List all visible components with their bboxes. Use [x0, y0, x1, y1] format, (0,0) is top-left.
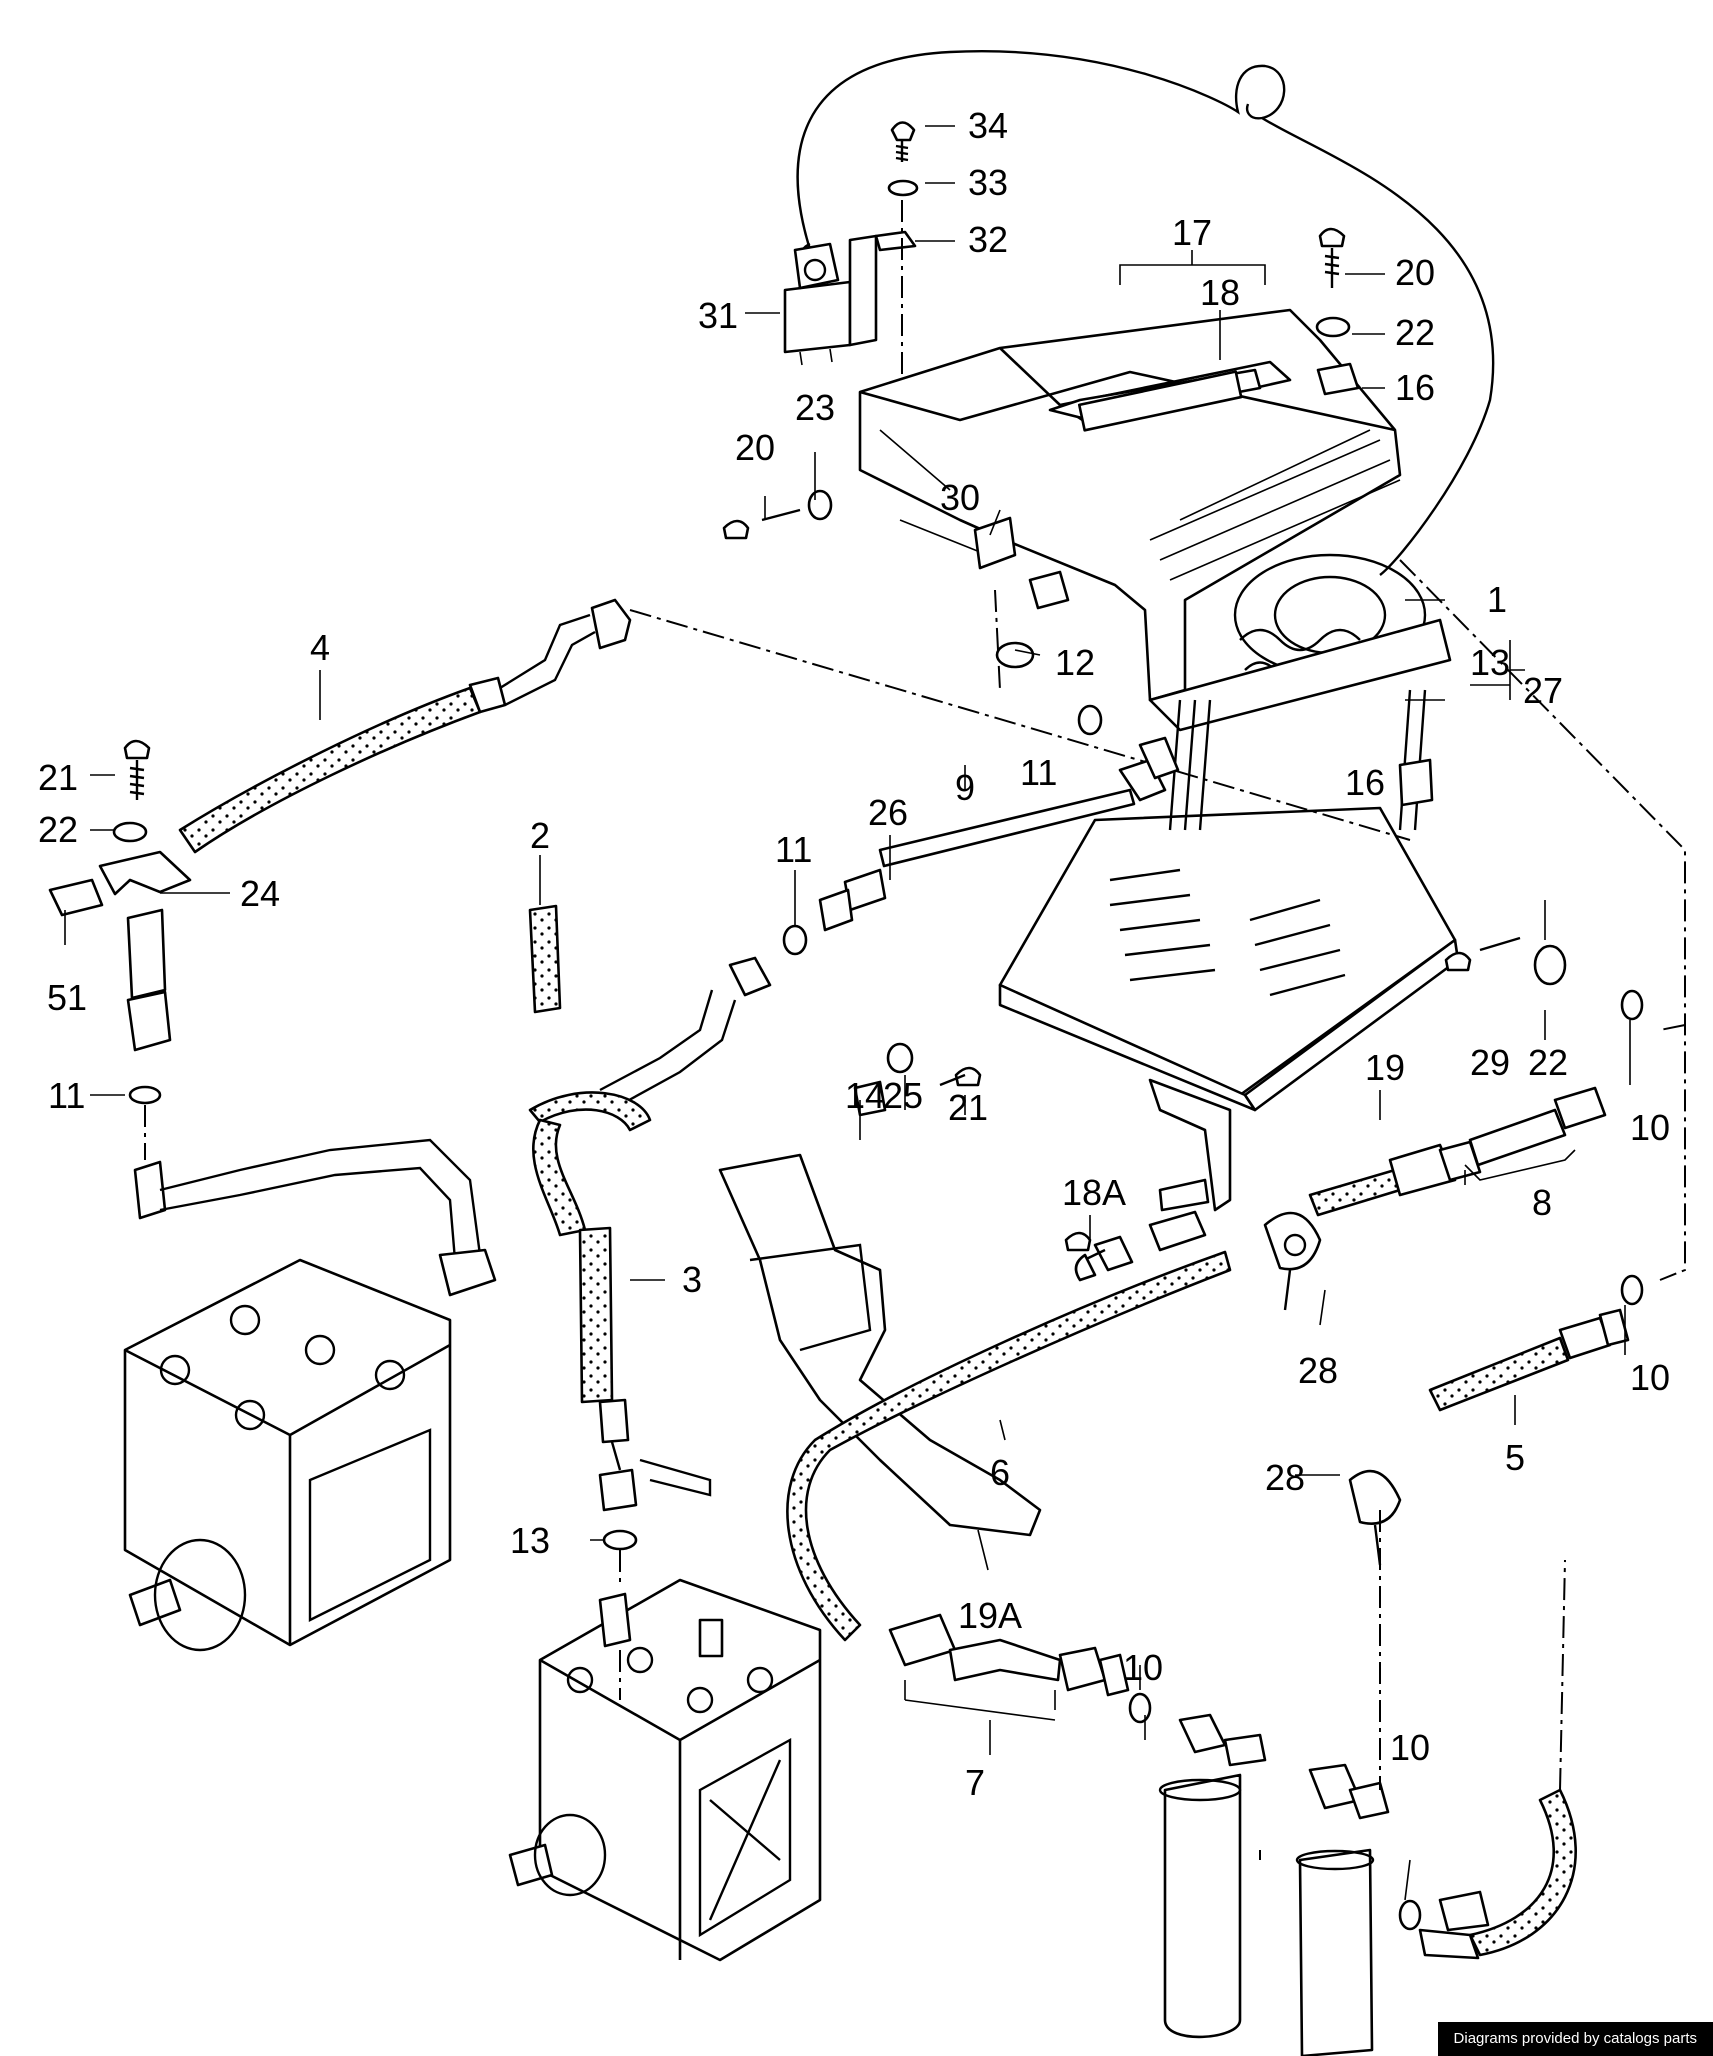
bracket-fittings-left [48, 739, 192, 1160]
label-12: 12 [1055, 642, 1095, 683]
label-3: 3 [682, 1259, 702, 1300]
relay-assembly [783, 121, 919, 405]
credit-banner: Diagrams provided by catalogs parts [1437, 2022, 1713, 2056]
label-20-left: 20 [735, 427, 775, 468]
label-4: 4 [310, 627, 330, 668]
label-30: 30 [940, 477, 980, 518]
label-8: 8 [1532, 1182, 1552, 1223]
receiver-drier-1 [1158, 1713, 1267, 2039]
centre-lines [619, 559, 1686, 1860]
hose-6 [786, 1250, 1232, 1724]
hose-3 [528, 1091, 712, 1585]
label-22-mid: 22 [1528, 1042, 1568, 1083]
label-26: 26 [868, 792, 908, 833]
label-11-left: 11 [48, 1075, 85, 1116]
label-16-top: 16 [1395, 367, 1435, 408]
receiver-drier-2 [1295, 1763, 1390, 2056]
label-13-lower: 13 [510, 1520, 550, 1561]
hose-lower-right [1418, 1788, 1577, 1960]
expansion-valves [1074, 1086, 1607, 1566]
evaporator-housing [858, 308, 1452, 732]
label-9: 9 [955, 767, 975, 808]
label-1: 1 [1487, 579, 1507, 620]
label-10-upper: 10 [1630, 1107, 1670, 1148]
leader-lines [64, 125, 1631, 1901]
label-23: 23 [795, 387, 835, 428]
label-21-left: 21 [38, 757, 78, 798]
label-11-top: 11 [1020, 752, 1057, 793]
label-22-right: 22 [1395, 312, 1435, 353]
label-6: 6 [990, 1452, 1010, 1493]
label-11-mid: 11 [775, 829, 812, 870]
heat-shield-19A [718, 1153, 1042, 1537]
drain-tray [998, 689, 1460, 1212]
label-20-right: 20 [1395, 252, 1435, 293]
label-27: 27 [1523, 670, 1563, 711]
line-9 [599, 736, 1180, 1107]
label-28-lower: 28 [1265, 1457, 1305, 1498]
label-51: 51 [47, 977, 87, 1018]
label-32: 32 [968, 219, 1008, 260]
label-25: 25 [883, 1075, 923, 1116]
label-18A: 18A [1062, 1172, 1126, 1213]
small-fasteners [722, 227, 1644, 1931]
label-31: 31 [698, 295, 738, 336]
label-10-lower-right: 10 [1390, 1727, 1430, 1768]
label-19A: 19A [958, 1595, 1022, 1636]
pad-2 [528, 904, 562, 1014]
label-10-lower-left: 10 [1123, 1647, 1163, 1688]
label-16-mid: 16 [1345, 762, 1385, 803]
label-21-mid: 21 [948, 1087, 988, 1128]
label-17: 17 [1172, 212, 1212, 253]
label-33: 33 [968, 162, 1008, 203]
hose-4 [178, 598, 1411, 854]
label-22-left: 22 [38, 809, 78, 850]
label-29: 29 [1470, 1042, 1510, 1083]
label-34: 34 [968, 105, 1008, 146]
label-10-mid: 10 [1630, 1357, 1670, 1398]
label-14: 14 [845, 1075, 885, 1116]
label-24: 24 [240, 873, 280, 914]
label-19: 19 [1365, 1047, 1405, 1088]
compressor-left [123, 1138, 497, 1652]
hose-5 [1428, 1308, 1630, 1412]
compressor-center [508, 1578, 822, 1962]
label-18: 18 [1200, 272, 1240, 313]
part-labels: 34 33 32 31 17 18 20 22 16 23 20 30 1 12… [38, 105, 1670, 1803]
label-7: 7 [965, 1762, 985, 1803]
label-28-mid: 28 [1298, 1350, 1338, 1391]
label-13-top: 13 [1470, 642, 1510, 683]
label-5: 5 [1505, 1437, 1525, 1478]
label-2: 2 [530, 815, 550, 856]
